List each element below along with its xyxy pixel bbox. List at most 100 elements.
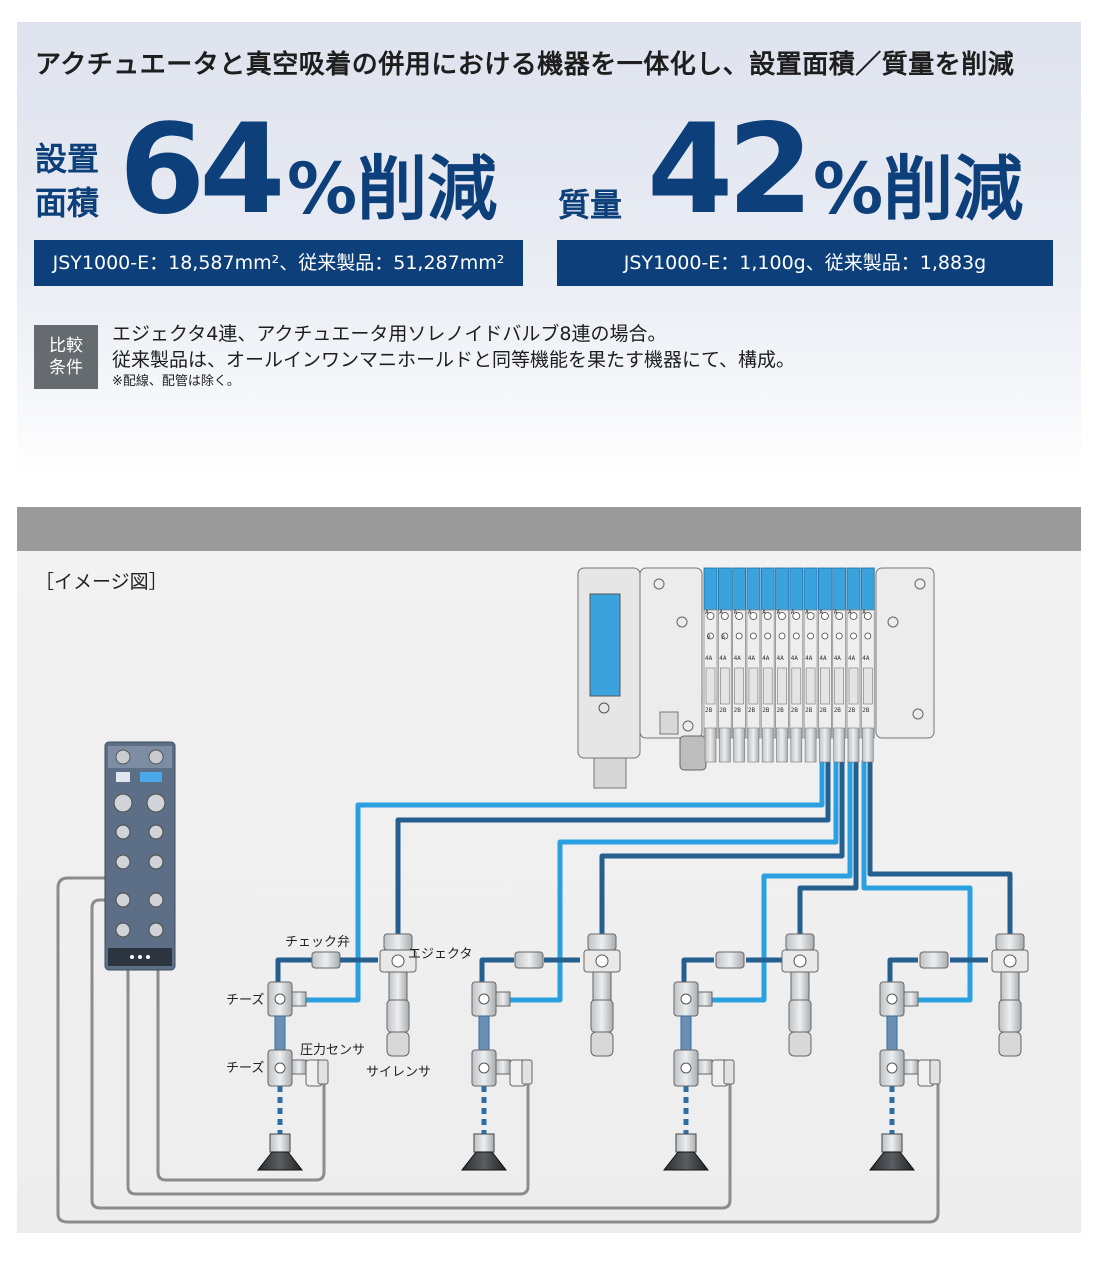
valve-led [706, 612, 715, 620]
vacuum-unit-1 [256, 933, 417, 1171]
valve-fitting [704, 727, 717, 763]
valve-mark-4a: 4A [805, 655, 813, 662]
vacuum-unit-2 [460, 933, 621, 1171]
silencer-cap [998, 1031, 1022, 1057]
valve-fitting [847, 727, 860, 763]
valve-manual-override [721, 632, 729, 640]
valve-station: A 4A 2B [803, 567, 818, 763]
valve-led [792, 612, 801, 620]
ejector-port [793, 954, 807, 968]
image-label: ［イメージ図］ [35, 571, 168, 593]
stat-area-label-1: 設置 [35, 140, 100, 178]
valve-manual-override [764, 632, 772, 640]
valve-mark-4a: 4A [705, 655, 713, 662]
stat-area-unit: %削減 [287, 148, 498, 230]
label-silencer: サイレンサ [366, 1065, 431, 1080]
cheese-upper-port [274, 993, 286, 1005]
valve-fitting [776, 727, 788, 763]
valve-mark-2b: 2B [805, 707, 813, 714]
valve-solenoid [775, 567, 789, 611]
check-valve [514, 951, 544, 969]
tube-dark-4 [867, 760, 1013, 960]
tube-segment [478, 1015, 490, 1051]
valve-mark-a: A [719, 609, 723, 616]
cheese-lower-branch [903, 1059, 919, 1075]
check-valve [715, 951, 745, 969]
stat-mass-label: 質量 [558, 186, 623, 224]
tube-segment [274, 1015, 286, 1051]
valve-manual-override [821, 632, 829, 640]
valve-fitting [733, 727, 745, 763]
ejector-top [995, 933, 1025, 951]
menu-icon [116, 772, 130, 782]
valve-mark-a: A [762, 609, 766, 616]
valve-mark-2b: 2B [777, 707, 785, 714]
valve-solenoid [717, 567, 732, 611]
valve-mark-4a: 4A [734, 655, 742, 662]
cheese-upper-port [680, 993, 692, 1005]
check-valve [919, 951, 949, 969]
valve-fitting [747, 727, 760, 763]
valve-led [849, 612, 858, 620]
cheese-lower-branch [697, 1059, 713, 1075]
valve-led [749, 612, 758, 620]
cup-fitting [675, 1133, 697, 1153]
manifold: AB4A2BAB4A2BA4A2BA4A2BA4A2BA4A2BA4A2BA4A… [577, 567, 935, 789]
valve-manual-override [750, 632, 757, 640]
ejector-neck [1000, 971, 1020, 1001]
valve-mark-4a: 4A [834, 655, 842, 662]
valve-mark-2b: 2B [748, 707, 756, 714]
valve-mark-4a: 4A [748, 655, 756, 662]
comparison-label-1: 比較 [49, 336, 83, 356]
ejector-port [1003, 954, 1017, 968]
valve-mark-a: A [862, 609, 866, 616]
silencer [386, 999, 410, 1033]
vacuum-cup [662, 1151, 710, 1171]
valve-mark-2b: 2B [734, 707, 742, 714]
cable-sensor-2 [126, 935, 530, 1196]
cheese-upper-port [478, 993, 490, 1005]
valve-station: A 4A 2B [732, 567, 746, 763]
valve-solenoid [832, 567, 847, 611]
cable-sensor-1 [156, 935, 326, 1182]
stat-area-value: 64 [119, 98, 286, 242]
valve-slot [719, 667, 730, 705]
valve-fitting [833, 727, 846, 763]
valve-slot [705, 667, 716, 705]
valve-solenoid [760, 567, 775, 611]
pneumatic-components [256, 933, 1029, 1171]
valve-mark-a: A [734, 609, 738, 616]
vacuum-unit-4 [868, 933, 1029, 1171]
pressure-sensor-connector [929, 1059, 941, 1085]
valve-station: A 4A 2B [860, 567, 875, 763]
valve-fitting [761, 727, 774, 763]
valve-solenoid [789, 567, 804, 611]
valve-manual-override [707, 632, 714, 640]
tube-light-2 [504, 760, 839, 1003]
label-check-valve: チェック弁 [285, 935, 350, 950]
valve-manual-override [807, 632, 814, 640]
valve-mark-a: A [705, 609, 709, 616]
valve-mark-2b: 2B [862, 707, 870, 714]
valve-slot [862, 667, 873, 705]
valve-manual-override [778, 632, 786, 640]
valve-led [763, 612, 772, 620]
valve-slot [834, 667, 845, 705]
comparison-label-2: 条件 [49, 358, 83, 378]
valve-mark-4a: 4A [862, 655, 870, 662]
ejector-port [595, 954, 609, 968]
io-module [104, 741, 176, 971]
cup-fitting [473, 1133, 495, 1153]
valve-mark-a: A [777, 609, 781, 616]
cheese-upper-branch [495, 991, 511, 1007]
tube-dark-2 [599, 760, 845, 960]
valve-mark-a: A [805, 609, 809, 616]
comparison-line-2: 従来製品は、オールインワンマニホールドと同等機能を果たす機器にて、構成。 [112, 349, 796, 371]
ejector-neck [790, 971, 810, 1001]
tube-light-1 [300, 760, 825, 1003]
